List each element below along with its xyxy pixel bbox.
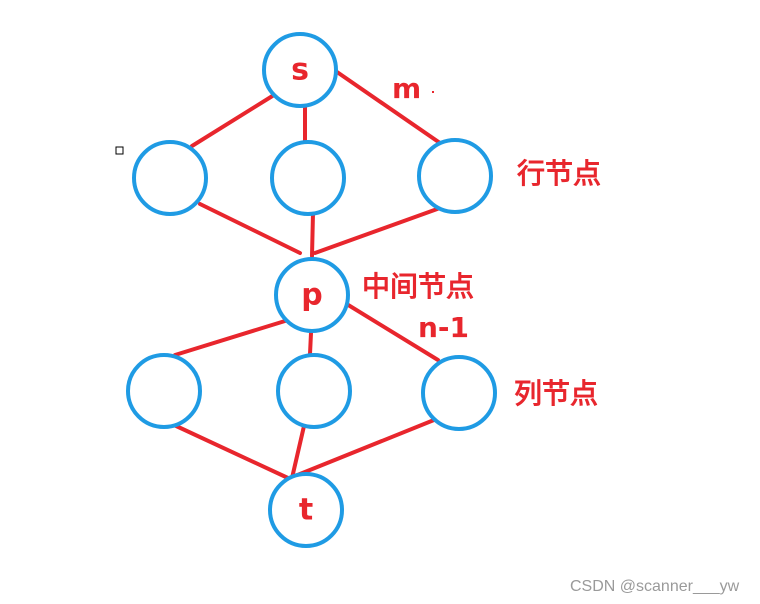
node-p-label: p xyxy=(301,278,322,313)
annotations: m 行节点 中间节点 n-1 列节点 xyxy=(362,72,601,410)
edge-row1-p xyxy=(198,202,302,255)
edge-row2-p xyxy=(310,211,315,258)
middle-edge-capacity-label: n-1 xyxy=(418,311,469,344)
edges xyxy=(172,70,442,480)
node-col3 xyxy=(421,355,497,431)
node-row3 xyxy=(417,138,493,214)
node-col1 xyxy=(126,353,202,429)
edge-s-row1 xyxy=(190,93,276,148)
node-t-label: t xyxy=(299,493,313,528)
edge-p-col1 xyxy=(173,319,287,357)
edge-p-col3 xyxy=(343,301,440,362)
row-nodes-label: 行节点 xyxy=(516,157,601,190)
edge-col1-t xyxy=(172,423,290,480)
middle-node-label: 中间节点 xyxy=(362,270,474,303)
node-t xyxy=(268,472,344,548)
node-s xyxy=(262,32,338,108)
node-row2 xyxy=(270,140,346,216)
edge-col2-t xyxy=(290,424,306,480)
edge-row3-p xyxy=(313,206,442,255)
stray-dot xyxy=(432,91,434,93)
selection-handle xyxy=(115,146,124,155)
edge-s-row3 xyxy=(335,70,442,145)
watermark: CSDN @scanner___yw xyxy=(570,578,740,595)
nodes: s p t xyxy=(126,32,497,548)
node-s-label: s xyxy=(291,53,309,88)
source-edge-capacity-label: m xyxy=(392,72,421,105)
node-p xyxy=(274,257,350,333)
edge-col3-t xyxy=(293,418,436,478)
column-nodes-label: 列节点 xyxy=(514,377,598,410)
node-col2 xyxy=(276,353,352,429)
edge-p-col2 xyxy=(308,331,313,356)
node-row1 xyxy=(132,140,208,216)
